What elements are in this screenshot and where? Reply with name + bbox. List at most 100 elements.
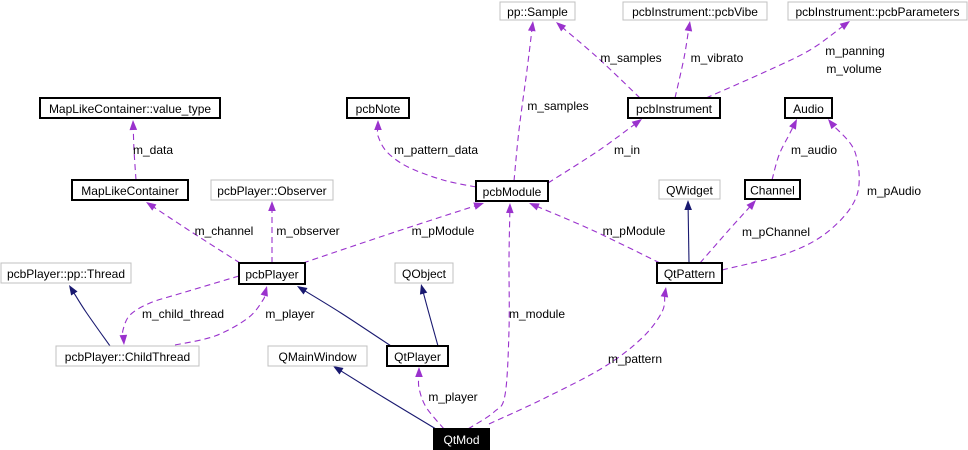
arrowhead [684, 21, 693, 32]
edge-qt-pattern-channel: m_pChannel [699, 200, 810, 264]
node-value-type[interactable]: MapLikeContainer::value_type [39, 97, 221, 119]
arrowhead [69, 285, 78, 296]
edge-pcb-instrument-pcb-parameters: m_panning m_volume [705, 21, 885, 99]
edge-label: m_audio [791, 143, 837, 157]
edge-label: m_pattern [608, 352, 662, 366]
node-label: QMainWindow [278, 350, 356, 364]
edge-pcb-module-pcb-instrument: m_in [547, 119, 642, 184]
edge-label: m_in [614, 143, 640, 157]
node-label: pcbInstrument [636, 102, 713, 116]
node-channel[interactable]: Channel [744, 179, 801, 200]
edge-qt-mod-qt-pattern: m_pattern [488, 287, 669, 425]
edge-qt-pattern-qwidget [684, 200, 692, 264]
arrowhead [297, 286, 308, 295]
node-pcb-instrument[interactable]: pcbInstrument [627, 97, 721, 119]
node-label: MapLikeContainer [81, 184, 178, 198]
node-qmainwindow: QMainWindow [267, 345, 368, 367]
node-label: pcbPlayer::ChildThread [65, 350, 190, 364]
edge-child-thread-pp-thread [69, 285, 111, 347]
edge-label: m_module [509, 307, 565, 321]
edge-qt-pattern-pcb-module: m_pModule [529, 203, 666, 264]
edge-label: m_data [133, 143, 173, 157]
node-label: QtPattern [664, 267, 715, 281]
node-qwidget: QWidget [658, 179, 721, 200]
edge-qt-player-pcb-player [297, 286, 392, 347]
edge-label: m_pModule [603, 224, 666, 238]
edge-label: m_pattern_data [394, 143, 478, 157]
arrowhead [789, 119, 797, 130]
edge-pcb-instrument-pcb-vibe: m_vibrato [674, 21, 744, 99]
node-label: pcbModule [483, 185, 542, 199]
edge-qt-mod-qmainwindow [333, 366, 437, 430]
edge-pcb-player-child-thread: m_child_thread [119, 275, 240, 345]
arrowhead [419, 284, 428, 295]
edge-label: m_player [428, 390, 477, 404]
node-label: QWidget [666, 184, 713, 198]
node-label: QtMod [443, 433, 479, 447]
edge-label: m_pAudio [867, 184, 921, 198]
arrowhead [839, 21, 850, 30]
edge-label: m_vibrato [691, 51, 744, 65]
edge-label: m_player [265, 307, 314, 321]
node-qobject: QObject [394, 262, 454, 284]
edge-label: m_channel [195, 224, 254, 238]
edge-qt-mod-qt-player: m_player [415, 367, 478, 430]
edge-qt-pattern-audio: m_pAudio [721, 119, 921, 271]
arrowhead [528, 21, 536, 32]
edge-label: m_samples [527, 99, 588, 113]
edge-label: m_volume [826, 62, 882, 76]
node-label: QtPlayer [394, 350, 441, 364]
node-pcb-player[interactable]: pcbPlayer [238, 262, 306, 285]
node-label: Audio [793, 102, 824, 116]
arrowhead [556, 22, 567, 32]
arrowhead [119, 334, 128, 345]
arrowhead [129, 120, 138, 131]
edge-label: m_child_thread [142, 307, 224, 321]
node-pcb-module[interactable]: pcbModule [475, 180, 549, 202]
node-child-thread: pcbPlayer::ChildThread [55, 345, 200, 367]
arrowhead [146, 202, 157, 211]
edge-pcb-player-pcb-module: m_pModule [302, 202, 484, 264]
edge-qt-mod-pcb-module: m_module [467, 203, 565, 430]
node-label: MapLikeContainer::value_type [49, 102, 211, 116]
node-label: pcbPlayer::pp::Thread [7, 267, 125, 281]
edge-label: m_samples [600, 51, 661, 65]
node-label: pcbInstrument::pcbVibe [632, 5, 758, 19]
node-label: Channel [750, 184, 795, 198]
node-map-like-container[interactable]: MapLikeContainer [71, 179, 189, 201]
node-qt-mod: QtMod [433, 428, 490, 450]
edge-label: m_panning [825, 44, 884, 58]
edge-map-like-container-value-type: m_data [129, 120, 173, 181]
node-qt-player[interactable]: QtPlayer [386, 345, 449, 367]
node-label: QObject [402, 267, 447, 281]
arrowhead [333, 366, 344, 375]
arrowhead [506, 203, 514, 214]
edge-label: m_pModule [412, 224, 475, 238]
edge-label: m_observer [276, 224, 339, 238]
node-label: pcbPlayer [245, 268, 298, 282]
node-pcb-parameters: pcbInstrument::pcbParameters [787, 1, 968, 21]
arrowhead [684, 200, 692, 211]
node-label: pcbInstrument::pcbParameters [795, 5, 959, 19]
node-label: pcbNote [356, 102, 401, 116]
node-pp-thread: pcbPlayer::pp::Thread [0, 262, 132, 284]
node-pp-sample: pp::Sample [499, 1, 576, 21]
node-qt-pattern[interactable]: QtPattern [656, 262, 723, 284]
arrowhead [415, 367, 423, 377]
node-label: pcbPlayer::Observer [217, 184, 326, 198]
node-pcb-player-observer: pcbPlayer::Observer [210, 179, 334, 201]
arrowhead [260, 286, 268, 297]
edge-qt-player-qobject [419, 284, 439, 347]
arrowhead [268, 201, 276, 211]
edge-pcb-module-pp-sample: m_samples [513, 21, 589, 182]
arrowhead [529, 203, 540, 211]
node-pcb-note[interactable]: pcbNote [346, 97, 410, 119]
edge-pcb-instrument-pp-sample: m_samples [556, 22, 662, 99]
edge-child-thread-pcb-player: m_player [174, 286, 315, 346]
node-audio[interactable]: Audio [784, 97, 833, 119]
arrowhead [374, 120, 382, 130]
arrowhead [828, 119, 838, 130]
edge-pcb-player-map-like-container: m_channel [146, 202, 254, 264]
